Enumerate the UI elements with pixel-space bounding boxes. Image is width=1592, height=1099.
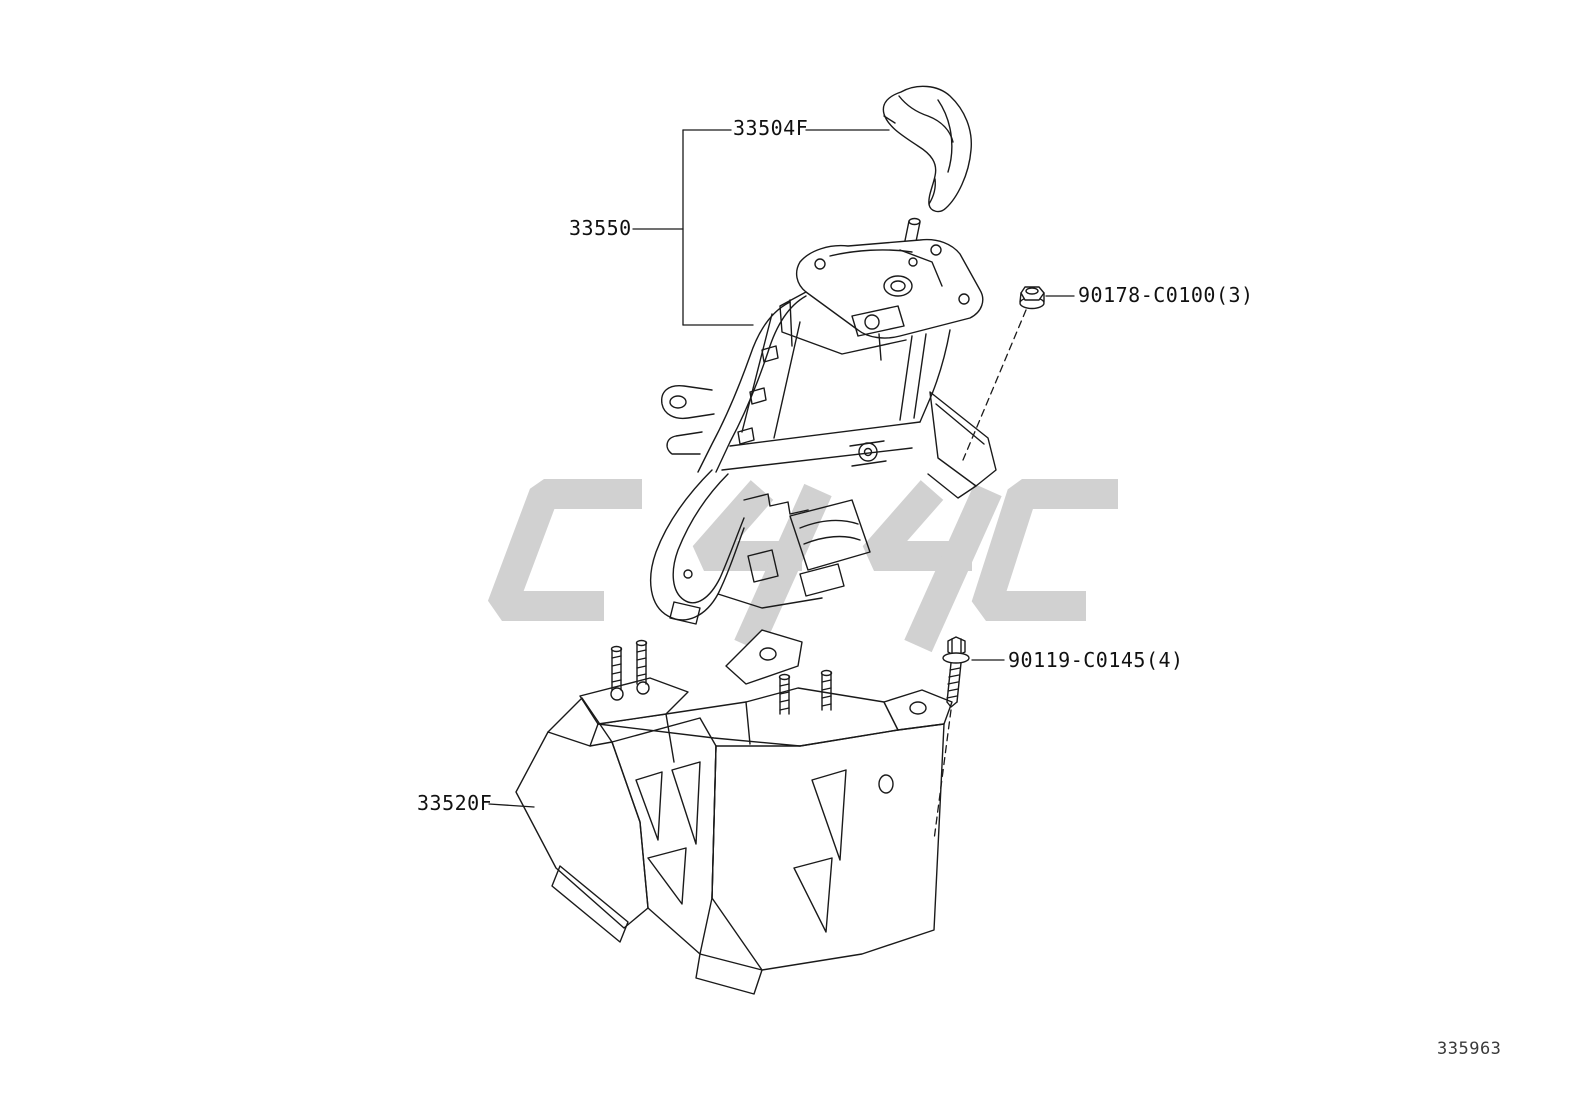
part-number-label-90119-c0145[interactable]: 90119-C0145(4) [1008, 648, 1184, 672]
watermark-logo [487, 479, 1118, 653]
shift-lever-assembly-drawing [649, 238, 997, 625]
diagram-code: 335963 [1437, 1039, 1502, 1059]
leader-lines [488, 129, 1075, 808]
shift-knob-drawing [882, 85, 972, 213]
part-number-label-33550[interactable]: 33550 [569, 216, 632, 240]
nut-drawing [1019, 286, 1045, 310]
part-number-label-90178-c0100[interactable]: 90178-C0100(3) [1078, 283, 1254, 307]
bolt-drawing [942, 636, 970, 708]
part-number-label-33520f[interactable]: 33520F [417, 791, 493, 815]
shift-bracket-drawing [515, 629, 953, 995]
dashed-leader-lines [933, 309, 1027, 841]
part-number-label-33504f[interactable]: 33504F [733, 116, 809, 140]
